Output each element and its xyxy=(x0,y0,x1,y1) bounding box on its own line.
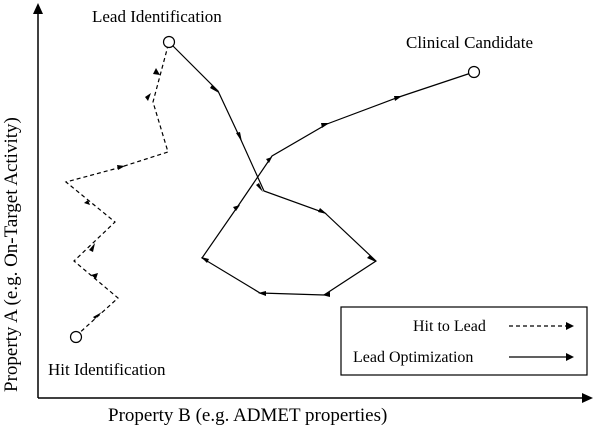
clinical-candidate-label: Clinical Candidate xyxy=(406,33,533,52)
legend-dashed-arrow-icon xyxy=(566,322,574,330)
x-axis-arrow-icon xyxy=(582,393,593,403)
x-axis-label: Property B (e.g. ADMET properties) xyxy=(108,405,387,426)
legend-hit-to-lead-label: Hit to Lead xyxy=(413,318,486,335)
lead-point xyxy=(162,35,176,49)
legend: Hit to Lead Lead Optimization xyxy=(340,306,588,376)
hit-to-lead-arrows xyxy=(84,68,160,319)
legend-solid-arrow-icon xyxy=(566,353,574,361)
legend-box xyxy=(340,306,588,376)
hit-identification-label: Hit Identification xyxy=(48,360,166,379)
hit-to-lead-path xyxy=(64,41,170,337)
y-axis-arrow-icon xyxy=(33,3,43,14)
candidate-point xyxy=(467,65,481,79)
legend-lead-optimization-label: Lead Optimization xyxy=(353,349,473,366)
y-axis-label: Property A (e.g. On-Target Activity) xyxy=(1,117,22,392)
lead-identification-label: Lead Identification xyxy=(92,7,222,26)
lead-optimization-arrows xyxy=(201,85,402,297)
lead-optimization-path xyxy=(168,41,475,296)
hit-point xyxy=(69,330,83,344)
